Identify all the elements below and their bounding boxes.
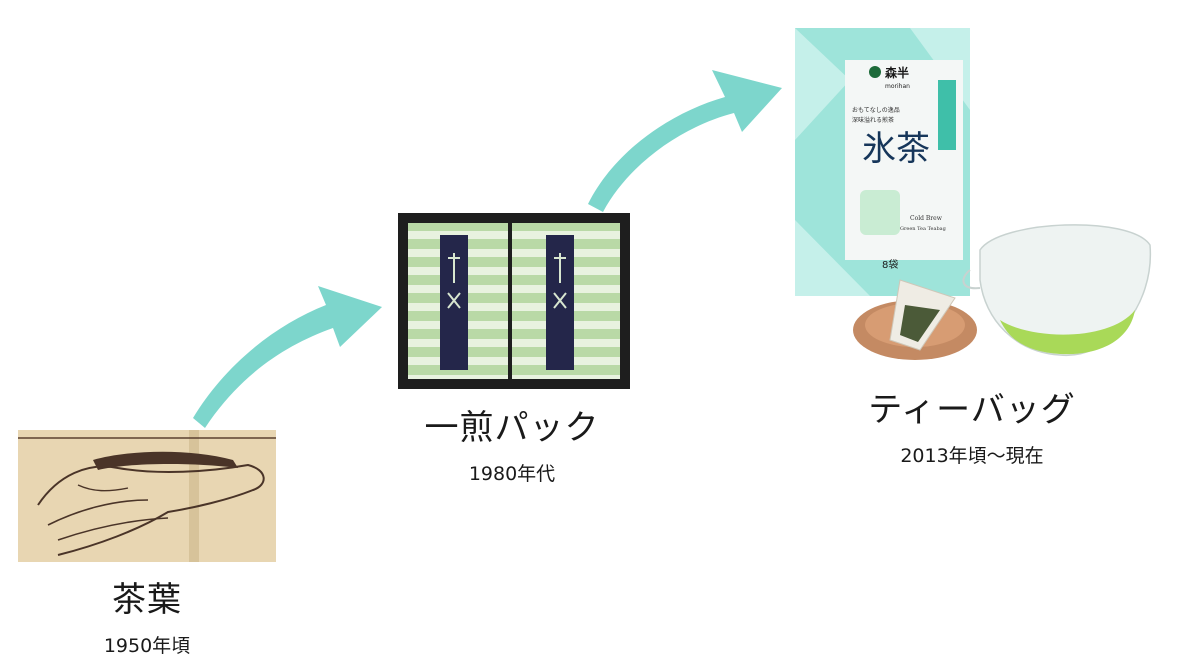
arrow-1-icon: [193, 286, 382, 428]
tea-leaves-image: [18, 430, 276, 562]
arrow-2-icon: [588, 70, 782, 212]
stage-3-caption: ティーバッグ 2013年頃〜現在: [862, 390, 1082, 468]
teabag-product-image: 森半 morihan 氷茶 おもてなしの逸品 深味溢れる煎茶 Cold Brew…: [790, 20, 1160, 370]
box-english-2: Green Tea Teabag: [900, 226, 947, 232]
box-brand: 森半: [885, 65, 909, 80]
sencha-pack-image: [398, 213, 630, 389]
stage-3-period: 2013年頃〜現在: [900, 445, 1044, 467]
stage-2-caption: 一煎パック 1980年代: [412, 408, 612, 486]
pack-box-icon: [398, 213, 630, 389]
stage-1-period: 1950年頃: [103, 635, 191, 657]
box-tagline-2: 深味溢れる煎茶: [852, 116, 894, 124]
box-count: 8袋: [882, 258, 898, 271]
teabag-box-icon: 森半 morihan 氷茶 おもてなしの逸品 深味溢れる煎茶 Cold Brew…: [795, 28, 1152, 360]
hand-sketch-icon: [18, 430, 276, 562]
stage-1-caption: 茶葉 1950年頃: [47, 580, 247, 658]
box-english-1: Cold Brew: [910, 215, 943, 222]
box-product-name: 氷茶: [862, 129, 930, 169]
stage-3-title: ティーバッグ: [868, 390, 1076, 430]
box-tagline-1: おもてなしの逸品: [852, 106, 900, 114]
box-brand-romaji: morihan: [885, 83, 910, 90]
stage-2-title: 一煎パック: [424, 408, 600, 448]
stage-1-title: 茶葉: [112, 580, 182, 620]
stage-2-period: 1980年代: [468, 463, 556, 485]
